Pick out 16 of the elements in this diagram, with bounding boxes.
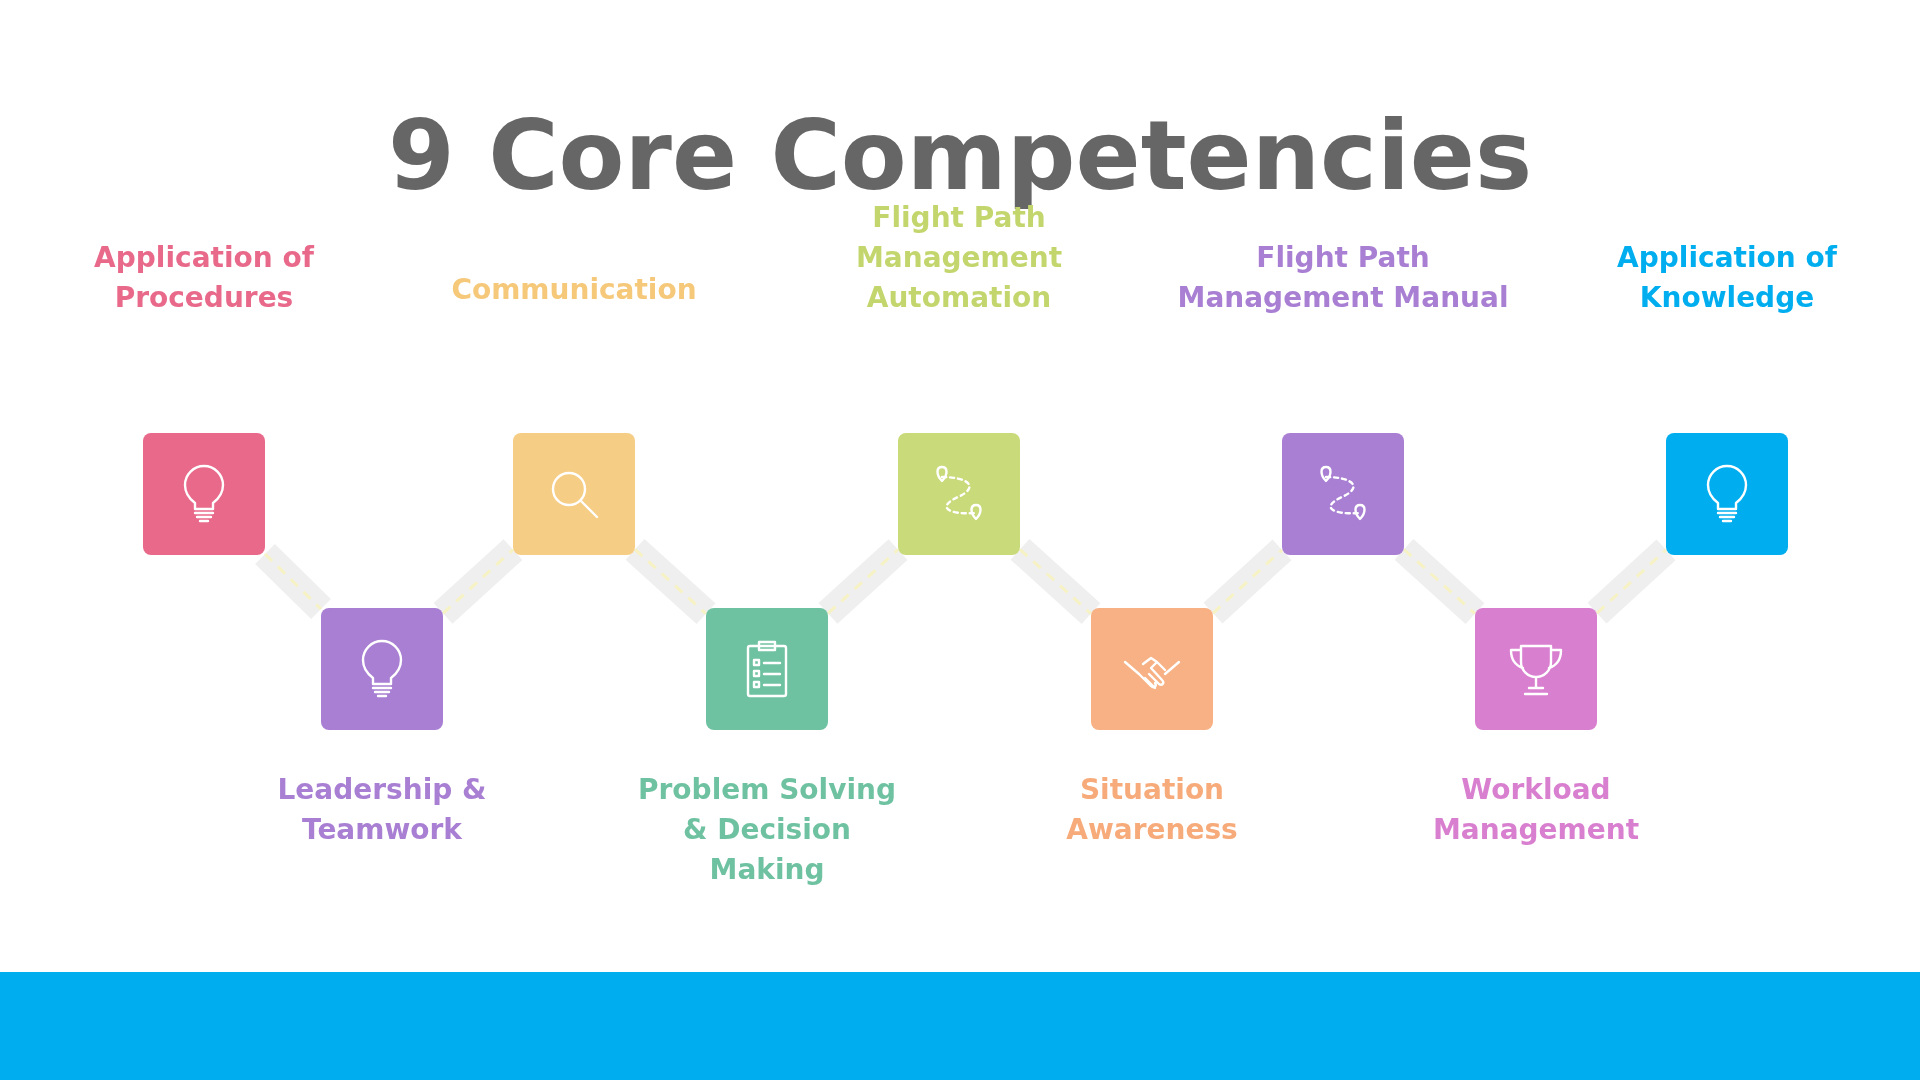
competency-label: Flight Path Management Manual	[1176, 240, 1510, 316]
competency-label: Leadership & Teamwork	[276, 772, 488, 848]
competency-label: Application of Procedures	[93, 240, 316, 316]
connector	[1394, 538, 1485, 625]
competency-label: Communication	[450, 272, 698, 308]
connector	[433, 539, 523, 624]
connector	[818, 539, 908, 624]
competency-label: Problem Solving & Decision Making	[637, 772, 897, 888]
connector	[1203, 539, 1292, 624]
connector	[255, 544, 331, 619]
connector	[1587, 539, 1676, 624]
connector	[625, 538, 716, 625]
competency-label: Workload Management	[1431, 772, 1641, 848]
competency-label: Situation Awareness	[1065, 772, 1239, 848]
connector	[1010, 538, 1101, 625]
competency-label: Application of Knowledge	[1616, 240, 1839, 316]
